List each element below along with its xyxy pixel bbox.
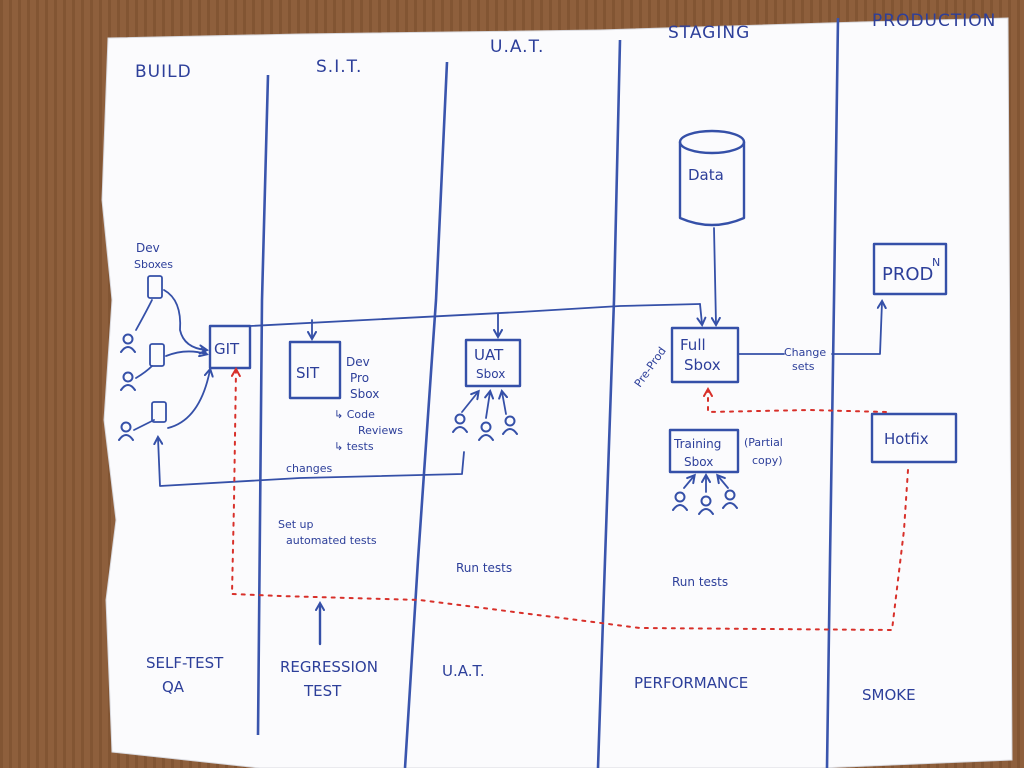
training-sbox-label-1: Training [673,437,721,451]
sit-box [288,340,342,400]
git-label: GIT [214,340,240,358]
sit-box-label: SIT [296,364,320,382]
build-lane: Dev Sboxes GIT [118,241,252,441]
uat-lane: UAT Sbox Run tests [452,338,522,575]
changes-feedback-loop [158,438,465,487]
footer-sit-1: REGRESSION [280,658,378,676]
header-production: PRODUCTION [872,11,996,31]
dev-sboxes-label-1: Dev [136,241,160,255]
change-sets-label-2: sets [792,360,815,373]
full-sbox-label-1: Full [680,336,706,354]
full-sbox [670,326,740,384]
production-lane: Change sets PROD N Hotfix [737,242,958,464]
footer-staging: PERFORMANCE [634,674,748,692]
change-sets-label-1: Change [784,346,826,359]
header-build: BUILD [135,62,192,82]
uat-run-tests-label: Run tests [456,561,512,575]
staging-run-tests-label: Run tests [672,575,728,589]
footer-build-2: QA [162,678,185,696]
git-repo-box [208,324,252,370]
dev-sbox-1 [147,275,163,299]
change-sets-arrow [737,302,882,355]
prod-label: PROD [882,264,933,285]
uat-sbox [464,338,522,388]
code-reviews-label-1: ↳ Code [334,408,375,421]
lane-footers: SELF-TEST QA REGRESSION TEST U.A.T. PERF… [146,654,916,704]
tests-label: ↳ tests [334,440,374,453]
lane-dividers [256,17,840,768]
header-uat: U.A.T. [490,37,544,57]
setup-tests-label-1: Set up [278,518,314,531]
hotfix-label: Hotfix [884,430,929,448]
dev-sboxes-label-2: Sboxes [134,258,173,271]
hotfix-paths [232,370,909,632]
partial-copy-label-2: copy) [752,454,783,467]
dev-pro-label-1: Dev [346,355,370,369]
code-reviews-label-2: Reviews [358,424,403,437]
footer-sit-2: TEST [303,682,342,700]
full-sbox-label-2: Sbox [684,356,721,374]
lane-headers: BUILD S.I.T. U.A.T. STAGING PRODUCTION [135,11,996,82]
data-database-icon [678,129,746,227]
partial-copy-label-1: (Partial [744,436,783,449]
footer-build-1: SELF-TEST [146,654,224,672]
changes-label: changes [286,462,332,475]
header-sit: S.I.T. [316,57,362,77]
setup-tests-label-2: automated tests [286,534,377,547]
prod-superscript: N [932,256,940,269]
dev-pro-label-3: Sbox [350,387,379,401]
dev-sbox-2 [149,343,165,367]
footer-production: SMOKE [862,686,916,704]
paper-sheet [101,17,1013,768]
training-sbox [668,428,740,474]
header-staging: STAGING [668,23,750,43]
sit-lane: SIT Dev Pro Sbox ↳ Code Reviews ↳ tests … [278,340,403,646]
training-sbox-label-2: Sbox [684,455,713,469]
hotfix-box [870,412,958,464]
uat-sbox-label-2: Sbox [476,367,505,381]
dev-pro-label-2: Pro [350,371,369,385]
main-flow-line [249,303,702,338]
prod-box [872,242,948,296]
footer-uat: U.A.T. [442,662,485,680]
data-label: Data [688,166,724,184]
uat-sbox-label-1: UAT [474,346,504,364]
dev-sbox-3 [151,401,167,423]
